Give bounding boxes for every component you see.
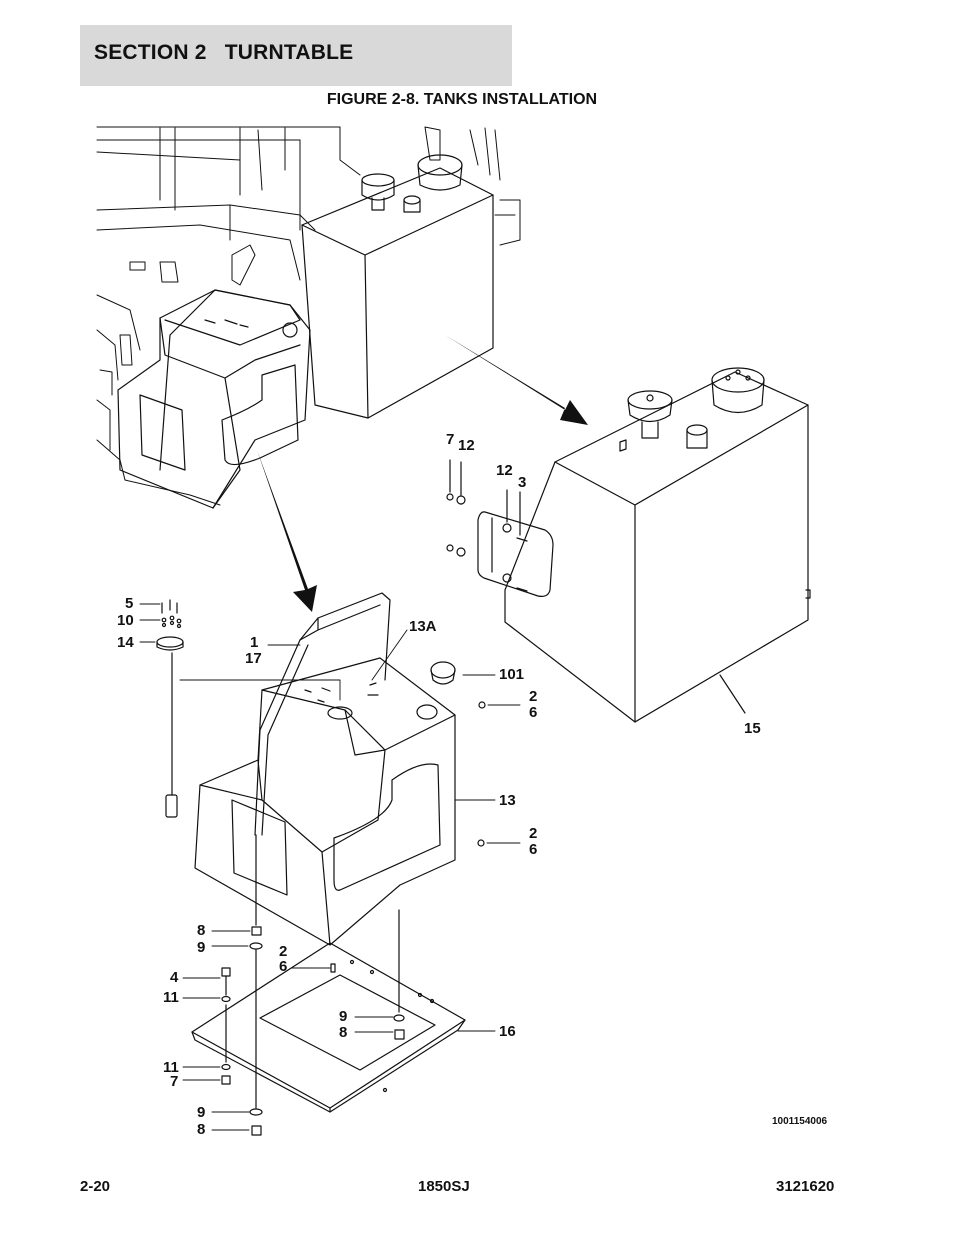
callout-101: 101 (499, 666, 525, 683)
tank-tray (191, 942, 466, 1113)
callout-1: 1 (250, 634, 259, 651)
arrow-to-fuel (257, 450, 317, 612)
callout-3: 3 (518, 474, 527, 491)
callout-9: 9 (197, 939, 206, 956)
figure-title: FIGURE 2-8. TANKS INSTALLATION (326, 91, 598, 108)
turntable-frame (96, 126, 521, 506)
callout-2: 2 (279, 943, 288, 960)
manual-number: 3121620 (776, 1178, 835, 1195)
drawing-number: 1001154006 (772, 1116, 828, 1127)
callout-5: 5 (125, 595, 134, 612)
callout-6: 6 (279, 958, 288, 975)
callout-12: 12 (496, 462, 513, 479)
callout-14: 14 (117, 634, 134, 651)
callout-2: 2 (529, 825, 538, 842)
callout-8: 8 (197, 1121, 206, 1138)
callout-15: 15 (744, 720, 761, 737)
callout-10: 10 (117, 612, 134, 629)
callout-6: 6 (529, 704, 538, 721)
fuel-tank-installed (117, 289, 311, 509)
arrow-to-hydraulic (445, 335, 588, 425)
callout-8: 8 (197, 922, 206, 939)
callout-7: 7 (170, 1073, 179, 1090)
leader-lines (139, 603, 521, 1131)
callout-8: 8 (339, 1024, 348, 1041)
callout-12: 12 (458, 437, 475, 454)
callout-7: 7 (446, 431, 455, 448)
callout-16: 16 (499, 1023, 516, 1040)
callout-13a: 13A (409, 618, 437, 635)
mounting-bracket (446, 459, 554, 597)
section-title: SECTION 2 TURNTABLE (94, 41, 354, 64)
callout-13: 13 (499, 792, 516, 809)
callout-17: 17 (245, 650, 262, 667)
hydraulic-tank-installed (301, 154, 494, 419)
bottom-hardware (221, 701, 486, 1136)
hydraulic-tank-exploded (504, 367, 811, 723)
fuel-tank-exploded (194, 592, 456, 946)
callout-6: 6 (529, 841, 538, 858)
fuel-sending-unit (156, 599, 184, 818)
callout-9: 9 (339, 1008, 348, 1025)
callout-9: 9 (197, 1104, 206, 1121)
page-number: 2-20 (80, 1178, 111, 1195)
model-name: 1850SJ (418, 1178, 470, 1195)
callout-11: 11 (163, 989, 179, 1006)
section-header: SECTION 2 TURNTABLE (80, 25, 512, 86)
callout-11: 11 (163, 1059, 179, 1076)
callout-2: 2 (529, 688, 538, 705)
callout-4: 4 (170, 969, 179, 986)
